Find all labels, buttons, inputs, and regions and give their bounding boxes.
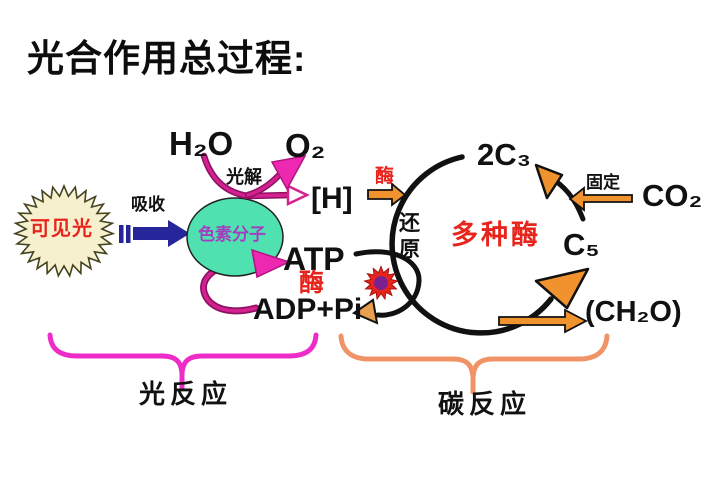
reduction-label: 还原	[399, 212, 420, 262]
atp-to-adp-curve	[353, 249, 422, 318]
absorb-label: 吸收	[131, 195, 165, 214]
carbon-reaction-brace	[338, 333, 610, 395]
fixation-arrow	[568, 186, 633, 212]
cycle-arrowhead-to-c5	[534, 267, 590, 310]
cycle-main-arc	[389, 154, 554, 336]
pigment-label: 色素分子	[198, 225, 266, 244]
enzyme-light-label: 酶	[299, 269, 325, 297]
h-open-arrowhead	[286, 184, 310, 206]
product-arrow	[498, 308, 588, 334]
adp-arrowhead	[351, 298, 379, 325]
h-carrier-label: [H]	[311, 182, 353, 215]
adp-pi-label: ADP+Pi	[253, 293, 363, 326]
o2-arrowhead	[270, 154, 307, 191]
enzyme-burst-center	[374, 276, 388, 290]
absorb-arrow-bar	[126, 225, 131, 243]
absorb-arrow-bar	[119, 225, 124, 243]
light-reaction-label: 光反应	[139, 379, 233, 409]
cycle-arrowhead-to-c3	[534, 163, 564, 200]
co2-label: CO₂	[642, 178, 703, 213]
atp-arrowhead	[251, 248, 292, 279]
h-into-cycle-arrow	[367, 182, 407, 207]
enzyme-cycle-label: 酶	[375, 166, 395, 187]
sun-burst-icon	[12, 183, 116, 278]
light-reaction-brace	[47, 332, 319, 391]
absorb-arrow	[133, 220, 190, 247]
product-label: (CH₂O)	[585, 296, 682, 328]
fixation-label: 固定	[586, 173, 620, 192]
o2-label: O₂	[285, 127, 326, 164]
multi-enzyme-label: 多种酶	[451, 220, 541, 250]
c5-label: C₅	[563, 227, 600, 262]
h2o-label: H₂O	[169, 125, 234, 162]
c3-label: 2C₃	[477, 137, 531, 172]
visible-light-label: 可见光	[30, 218, 93, 240]
page-title: 光合作用总过程:	[27, 38, 307, 79]
carbon-reaction-label: 碳反应	[438, 389, 532, 419]
atp-label: ATP	[283, 241, 345, 277]
photolysis-label: 光解	[226, 167, 262, 187]
